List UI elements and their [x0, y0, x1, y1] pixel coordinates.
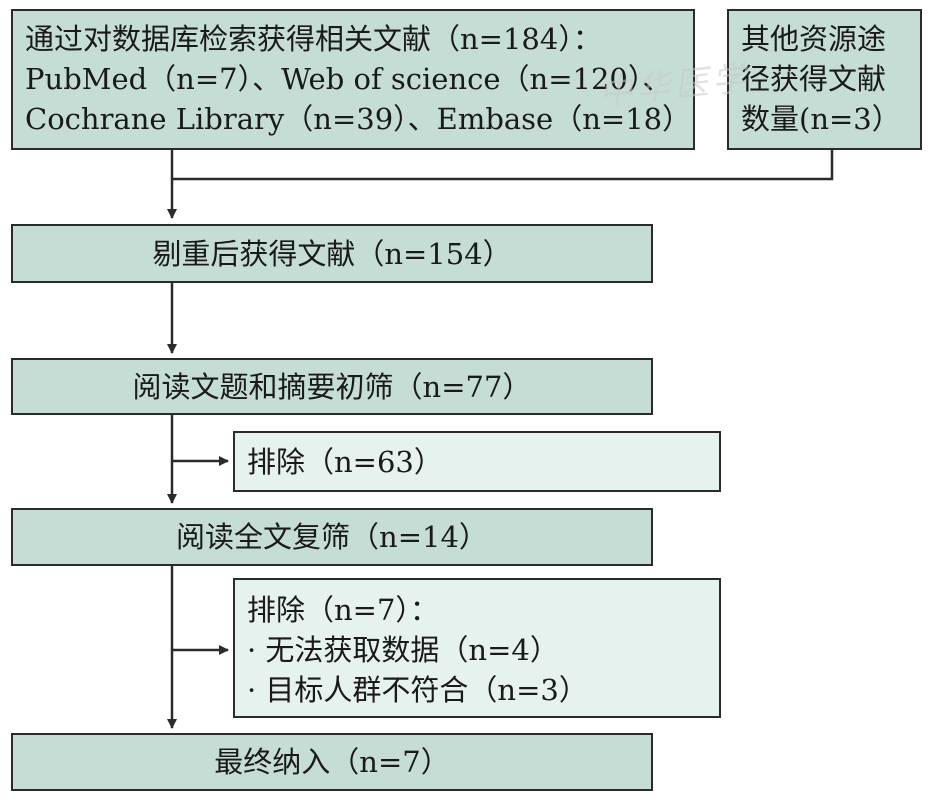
database-search-line1: 通过对数据库检索获得相关文献（n=184）：: [25, 22, 602, 56]
database-search-line2: PubMed（n=7）、Web of science（n=120）、: [25, 62, 672, 96]
other-sources-line3: 数量(n=3）: [741, 102, 901, 136]
exclusion-2-line1: 排除（n=7）：: [247, 593, 439, 627]
dedup-box: 剔重后获得文献（n=154）: [11, 224, 653, 283]
other-sources-box: 其他资源途 径获得文献 数量(n=3）: [727, 9, 922, 150]
exclusion-2-line2: · 无法获取数据（n=4）: [247, 633, 559, 667]
database-search-line3: Cochrane Library（n=39）、Embase（n=18）: [25, 102, 692, 136]
other-sources-line2: 径获得文献: [741, 62, 887, 96]
exclusion-box-2: 排除（n=7）： · 无法获取数据（n=4） · 目标人群不符合（n=3）: [233, 578, 721, 718]
screening-label: 阅读文题和摘要初筛（n=77）: [132, 369, 532, 404]
exclusion-1-label: 排除（n=63）: [247, 444, 443, 479]
final-inclusion-box: 最终纳入（n=7）: [11, 733, 653, 791]
database-search-box: 通过对数据库检索获得相关文献（n=184）： PubMed（n=7）、Web o…: [11, 9, 695, 150]
dedup-label: 剔重后获得文献（n=154）: [152, 236, 512, 271]
exclusion-box-1: 排除（n=63）: [233, 431, 721, 492]
final-inclusion-label: 最终纳入（n=7）: [214, 745, 450, 779]
fulltext-box: 阅读全文复筛（n=14）: [11, 508, 653, 566]
exclusion-2-line3: · 目标人群不符合（n=3）: [247, 673, 588, 707]
connector-other-to-join: [172, 150, 834, 181]
fulltext-label: 阅读全文复筛（n=14）: [176, 520, 488, 554]
screening-box: 阅读文题和摘要初筛（n=77）: [11, 358, 653, 415]
other-sources-line1: 其他资源途: [741, 22, 887, 56]
